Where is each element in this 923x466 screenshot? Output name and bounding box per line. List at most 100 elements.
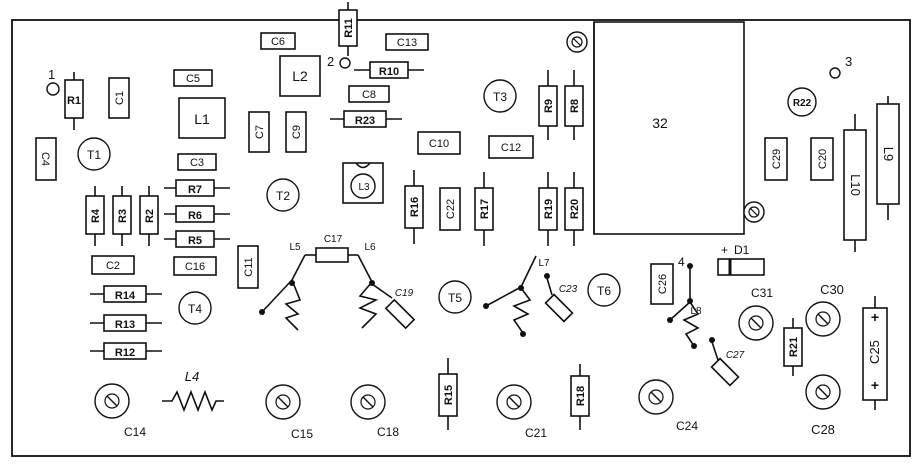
svg-text:T3: T3 [493,90,507,104]
svg-text:C31: C31 [751,286,773,300]
svg-text:C4: C4 [39,152,51,166]
svg-text:R9: R9 [543,99,555,113]
trimmer-c31: C31 [738,286,774,341]
svg-text:C11: C11 [243,257,255,276]
trimmer-c30: C30 [805,282,844,337]
svg-text:C1: C1 [114,91,126,105]
svg-text:2: 2 [327,54,334,69]
svg-text:+: + [871,309,879,325]
resistor-r21: R21 [783,318,803,376]
svg-text:L4: L4 [185,369,199,384]
transistor-t2: T2 [266,178,300,212]
resistor-r7: R7 [164,179,230,197]
svg-text:R15: R15 [443,385,455,405]
transistor-t4: T4 [178,291,212,325]
trimmer-c15: C15 [265,384,313,441]
svg-text:R5: R5 [188,235,202,247]
coil-assembly-l7: L7 C23 [483,255,578,337]
svg-text:C13: C13 [397,37,417,49]
board-outline [11,19,911,457]
svg-text:C26: C26 [657,274,669,294]
capacitor-c12: C12 [488,135,534,159]
svg-text:C19: C19 [395,288,414,299]
capacitor-c6: C6 [260,32,296,50]
svg-text:T4: T4 [188,302,202,316]
svg-text:L1: L1 [194,111,210,127]
svg-text:L6: L6 [364,242,376,253]
svg-text:32: 32 [652,115,668,131]
resistor-r17: R17 [474,172,494,246]
svg-text:R17: R17 [479,199,491,219]
resistor-r5: R5 [164,230,230,248]
svg-text:T2: T2 [276,189,290,203]
svg-text:C15: C15 [291,427,313,441]
svg-text:C20: C20 [817,149,829,169]
svg-text:C8: C8 [362,89,376,101]
resistor-r11: R11 [338,2,358,56]
svg-text:T6: T6 [597,284,611,298]
svg-text:+: + [871,377,879,393]
svg-text:L10: L10 [848,174,863,196]
svg-text:C7: C7 [254,125,266,139]
resistor-r8: R8 [564,70,584,140]
test-point-2: 2 [327,54,351,69]
svg-text:R6: R6 [188,210,202,222]
svg-text:C18: C18 [377,425,399,439]
capacitor-c4: C4 [35,137,57,181]
trimmer-c24: C24 [638,379,698,433]
capacitor-c25: C25 + + [862,296,888,410]
trim-screw-bottom [743,201,765,223]
resistor-r2: R2 [139,186,159,246]
svg-text:C24: C24 [676,419,698,433]
svg-text:L5: L5 [289,242,301,253]
svg-text:C12: C12 [501,142,521,154]
svg-text:C17: C17 [324,234,343,245]
svg-text:C30: C30 [820,282,844,297]
svg-text:C22: C22 [445,199,457,219]
transistor-t1: T1 [77,137,111,171]
resistor-r13: R13 [90,314,162,332]
capacitor-c7: C7 [248,111,270,153]
capacitor-c1: C1 [108,77,130,119]
resistor-r20: R20 [564,172,584,246]
coil-assembly-l5-l6: C17 L5 L6 C19 [259,234,416,331]
test-point-1: 1 [46,67,60,96]
inductor-l10: L10 [843,114,867,252]
module-32: 32 [566,21,765,235]
trim-screw-top [566,31,588,53]
svg-text:R2: R2 [144,209,156,223]
svg-text:R7: R7 [188,184,202,196]
svg-text:L7: L7 [538,258,550,269]
capacitor-c8: C8 [348,85,390,103]
svg-text:C2: C2 [106,260,120,272]
trimmer-c21: C21 [496,384,547,440]
resistor-r19: R19 [538,172,558,246]
svg-text:R10: R10 [379,66,399,78]
svg-text:R1: R1 [67,95,81,107]
resistor-r18: R18 [570,364,590,430]
transistor-t5: T5 [438,280,472,314]
svg-text:C3: C3 [190,157,204,169]
svg-text:L3: L3 [358,182,370,193]
coil-l4: L4 [162,369,224,413]
svg-text:R13: R13 [115,319,135,331]
capacitor-c22: C22 [439,187,461,231]
resistor-r16: R16 [404,170,424,244]
svg-text:C21: C21 [525,426,547,440]
svg-text:+: + [721,243,728,257]
resistor-r9: R9 [538,70,558,140]
svg-text:C28: C28 [811,422,835,437]
svg-text:L2: L2 [292,68,308,84]
capacitor-c5: C5 [173,69,213,87]
svg-text:R19: R19 [543,199,555,219]
trimmer-c28: C28 [805,374,841,437]
svg-text:R22: R22 [793,98,812,109]
trimmer-c18: C18 [350,384,399,439]
svg-text:C10: C10 [429,138,449,150]
trimmer-c14: C14 [94,383,146,439]
svg-text:R16: R16 [409,197,421,217]
svg-text:R20: R20 [569,199,581,219]
resistor-r22: R22 [787,87,817,117]
svg-text:R12: R12 [115,347,135,359]
resistor-r4: R4 [85,186,105,246]
